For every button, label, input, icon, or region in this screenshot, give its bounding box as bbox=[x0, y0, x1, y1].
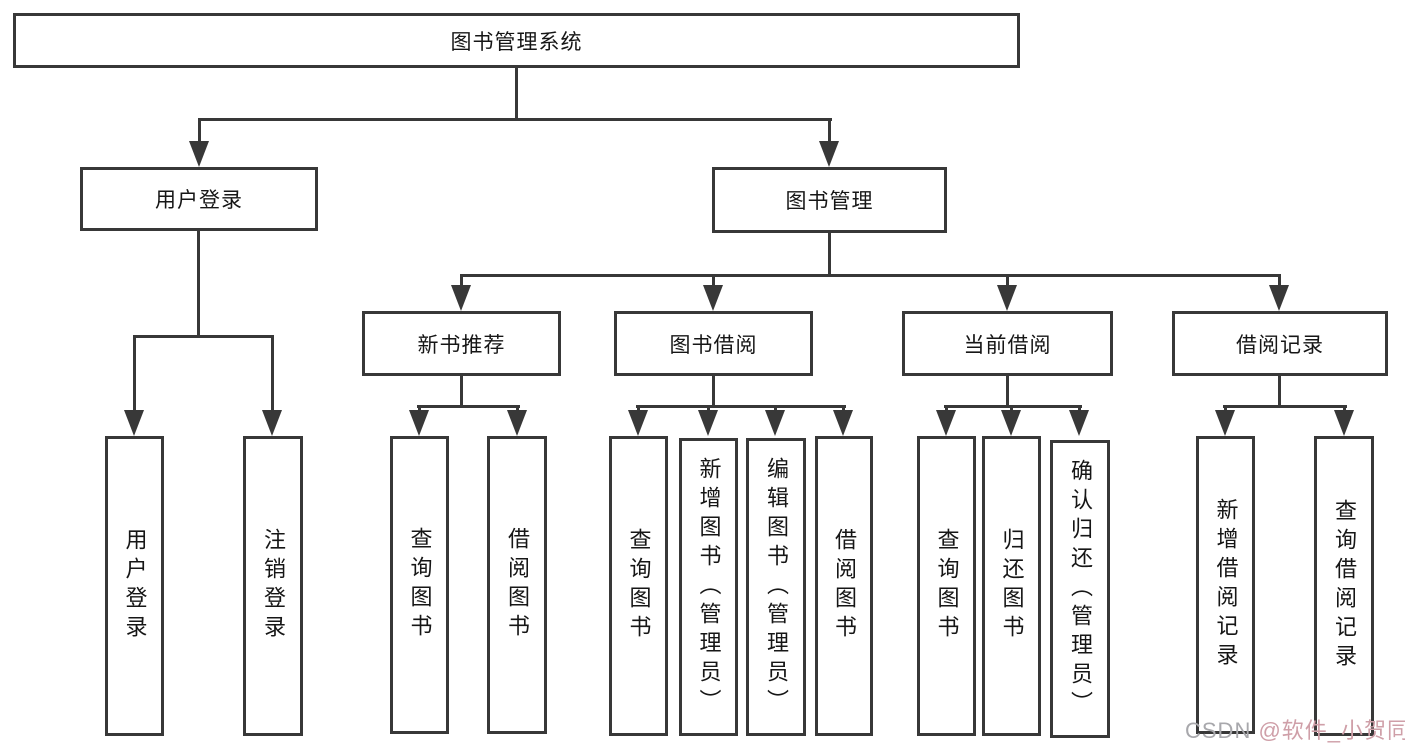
connector bbox=[637, 405, 640, 414]
connector bbox=[944, 405, 1082, 408]
connector bbox=[1223, 405, 1347, 408]
watermark-handle: @软件_小贺同学 bbox=[1258, 718, 1405, 743]
connector bbox=[133, 335, 136, 412]
arrow-head bbox=[451, 285, 471, 311]
node-user-login: 用户登录 bbox=[80, 167, 318, 231]
node-book-borrowing: 图书借阅 bbox=[614, 311, 813, 376]
leaf-logout: 注销登录 bbox=[243, 436, 303, 736]
leaf-label: 归还图书 bbox=[999, 528, 1025, 644]
arrow-head bbox=[628, 410, 648, 436]
leaf-label: 查询图书 bbox=[626, 528, 652, 644]
arrow-head bbox=[1069, 410, 1089, 436]
connector bbox=[1224, 405, 1227, 414]
leaf-borrow-books-2: 借阅图书 bbox=[815, 436, 873, 736]
connector bbox=[774, 405, 777, 414]
node-root: 图书管理系统 bbox=[13, 13, 1020, 68]
connector bbox=[828, 120, 831, 143]
csdn-watermark: CSDN @软件_小贺同学 bbox=[1185, 713, 1405, 745]
leaf-label: 确认归还（管理员） bbox=[1068, 458, 1093, 720]
leaf-label: 查询图书 bbox=[407, 527, 433, 643]
arrow-head bbox=[124, 410, 144, 436]
connector bbox=[707, 405, 710, 414]
arrow-head bbox=[997, 285, 1017, 311]
connector bbox=[198, 120, 201, 143]
leaf-borrow-books-1: 借阅图书 bbox=[487, 436, 547, 734]
arrow-head bbox=[765, 410, 785, 436]
leaf-user-login: 用户登录 bbox=[105, 436, 164, 736]
arrow-head bbox=[703, 285, 723, 311]
arrow-head bbox=[819, 141, 839, 167]
leaf-label: 编辑图书（管理员） bbox=[764, 456, 789, 718]
connector bbox=[1010, 405, 1013, 414]
arrow-head bbox=[1001, 410, 1021, 436]
leaf-add-borrow-record: 新增借阅记录 bbox=[1196, 436, 1255, 734]
connector bbox=[1078, 405, 1081, 414]
leaf-query-books-2: 查询图书 bbox=[609, 436, 668, 736]
node-new-book-recommend: 新书推荐 bbox=[362, 311, 561, 376]
arrow-head bbox=[833, 410, 853, 436]
connector bbox=[1278, 374, 1281, 408]
leaf-label: 借阅图书 bbox=[505, 527, 530, 643]
leaf-query-books-1: 查询图书 bbox=[390, 436, 449, 734]
connector bbox=[460, 276, 463, 288]
leaf-label: 查询图书 bbox=[934, 528, 960, 644]
leaf-label: 新增图书（管理员） bbox=[696, 456, 722, 718]
connector bbox=[1006, 276, 1009, 288]
connector bbox=[712, 374, 715, 408]
connector bbox=[417, 405, 520, 408]
leaf-confirm-return-admin: 确认归还（管理员） bbox=[1050, 440, 1110, 738]
arrow-head bbox=[936, 410, 956, 436]
connector bbox=[197, 231, 200, 338]
connector bbox=[828, 233, 831, 277]
connector bbox=[271, 335, 274, 412]
arrow-head bbox=[1215, 410, 1235, 436]
connector bbox=[460, 374, 463, 408]
connector bbox=[1278, 276, 1281, 288]
connector bbox=[945, 405, 948, 414]
arrow-head bbox=[698, 410, 718, 436]
leaf-add-books-admin: 新增图书（管理员） bbox=[679, 438, 738, 736]
leaf-label: 查询借阅记录 bbox=[1332, 499, 1357, 673]
connector bbox=[516, 405, 519, 414]
connector bbox=[712, 276, 715, 288]
arrow-head bbox=[1269, 285, 1289, 311]
node-book-management: 图书管理 bbox=[712, 167, 947, 233]
connector bbox=[515, 68, 518, 120]
connector bbox=[460, 274, 1281, 277]
node-current-borrowing: 当前借阅 bbox=[902, 311, 1113, 376]
connector bbox=[133, 335, 274, 338]
arrow-head bbox=[507, 410, 527, 436]
leaf-query-borrow-record: 查询借阅记录 bbox=[1314, 436, 1374, 736]
leaf-label: 新增借阅记录 bbox=[1213, 498, 1239, 672]
connector bbox=[1006, 374, 1009, 408]
leaf-edit-books-admin: 编辑图书（管理员） bbox=[746, 438, 806, 736]
leaf-label: 用户登录 bbox=[122, 528, 148, 644]
connector bbox=[842, 405, 845, 414]
arrow-head bbox=[262, 410, 282, 436]
leaf-label: 注销登录 bbox=[261, 528, 286, 644]
watermark-site: CSDN bbox=[1185, 718, 1259, 743]
arrow-head bbox=[189, 141, 209, 167]
connector bbox=[198, 118, 832, 121]
leaf-label: 借阅图书 bbox=[832, 528, 857, 644]
leaf-query-books-3: 查询图书 bbox=[917, 436, 976, 736]
arrow-head bbox=[409, 410, 429, 436]
arrow-head bbox=[1334, 410, 1354, 436]
leaf-return-books: 归还图书 bbox=[982, 436, 1041, 736]
connector bbox=[1343, 405, 1346, 414]
connector bbox=[636, 405, 846, 408]
connector bbox=[418, 405, 421, 414]
node-borrowing-records: 借阅记录 bbox=[1172, 311, 1388, 376]
